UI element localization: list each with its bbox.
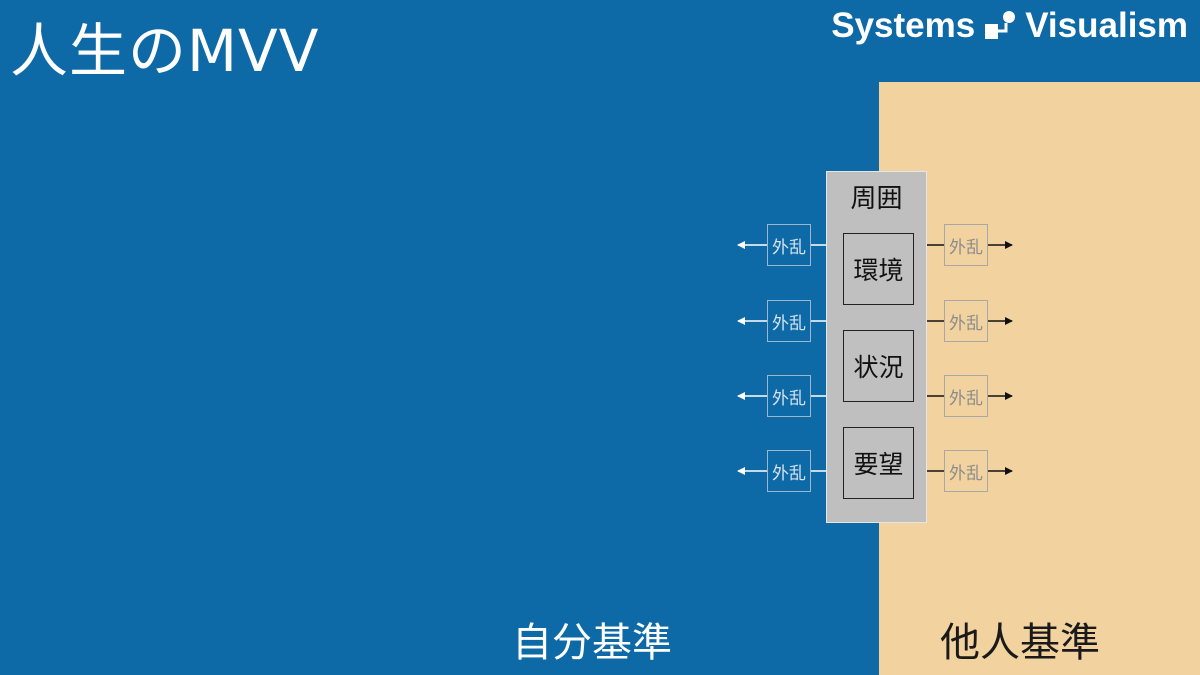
disturbance-box-left-4: 外乱 bbox=[767, 450, 811, 492]
factor-environment: 環境 bbox=[843, 233, 914, 305]
brand-logo: Systems Visualism bbox=[831, 6, 1188, 46]
brand-word-systems: Systems bbox=[831, 6, 976, 45]
left-disturbance-arrows bbox=[737, 241, 826, 475]
disturbance-box-right-2: 外乱 bbox=[944, 300, 988, 342]
disturbance-box-right-3: 外乱 bbox=[944, 375, 988, 417]
others-standard-zone bbox=[879, 82, 1200, 675]
others-standard-label: 他人基準 bbox=[940, 620, 1100, 666]
factor-demands: 要望 bbox=[843, 427, 914, 499]
brand-word-visualism: Visualism bbox=[1025, 6, 1188, 45]
self-standard-label: 自分基準 bbox=[512, 620, 672, 666]
surroundings-box: 周囲 環境 状況 要望 bbox=[826, 171, 927, 523]
disturbance-box-right-4: 外乱 bbox=[944, 450, 988, 492]
surroundings-title: 周囲 bbox=[850, 184, 903, 214]
disturbance-box-left-1: 外乱 bbox=[767, 224, 811, 266]
disturbance-box-left-3: 外乱 bbox=[767, 375, 811, 417]
slide-title: 人生のMVV bbox=[10, 17, 320, 85]
systems-visualism-icon bbox=[985, 11, 1016, 39]
disturbance-box-left-2: 外乱 bbox=[767, 300, 811, 342]
factor-situation: 状況 bbox=[843, 330, 914, 402]
disturbance-box-right-1: 外乱 bbox=[944, 224, 988, 266]
right-disturbance-arrows bbox=[927, 241, 1013, 475]
